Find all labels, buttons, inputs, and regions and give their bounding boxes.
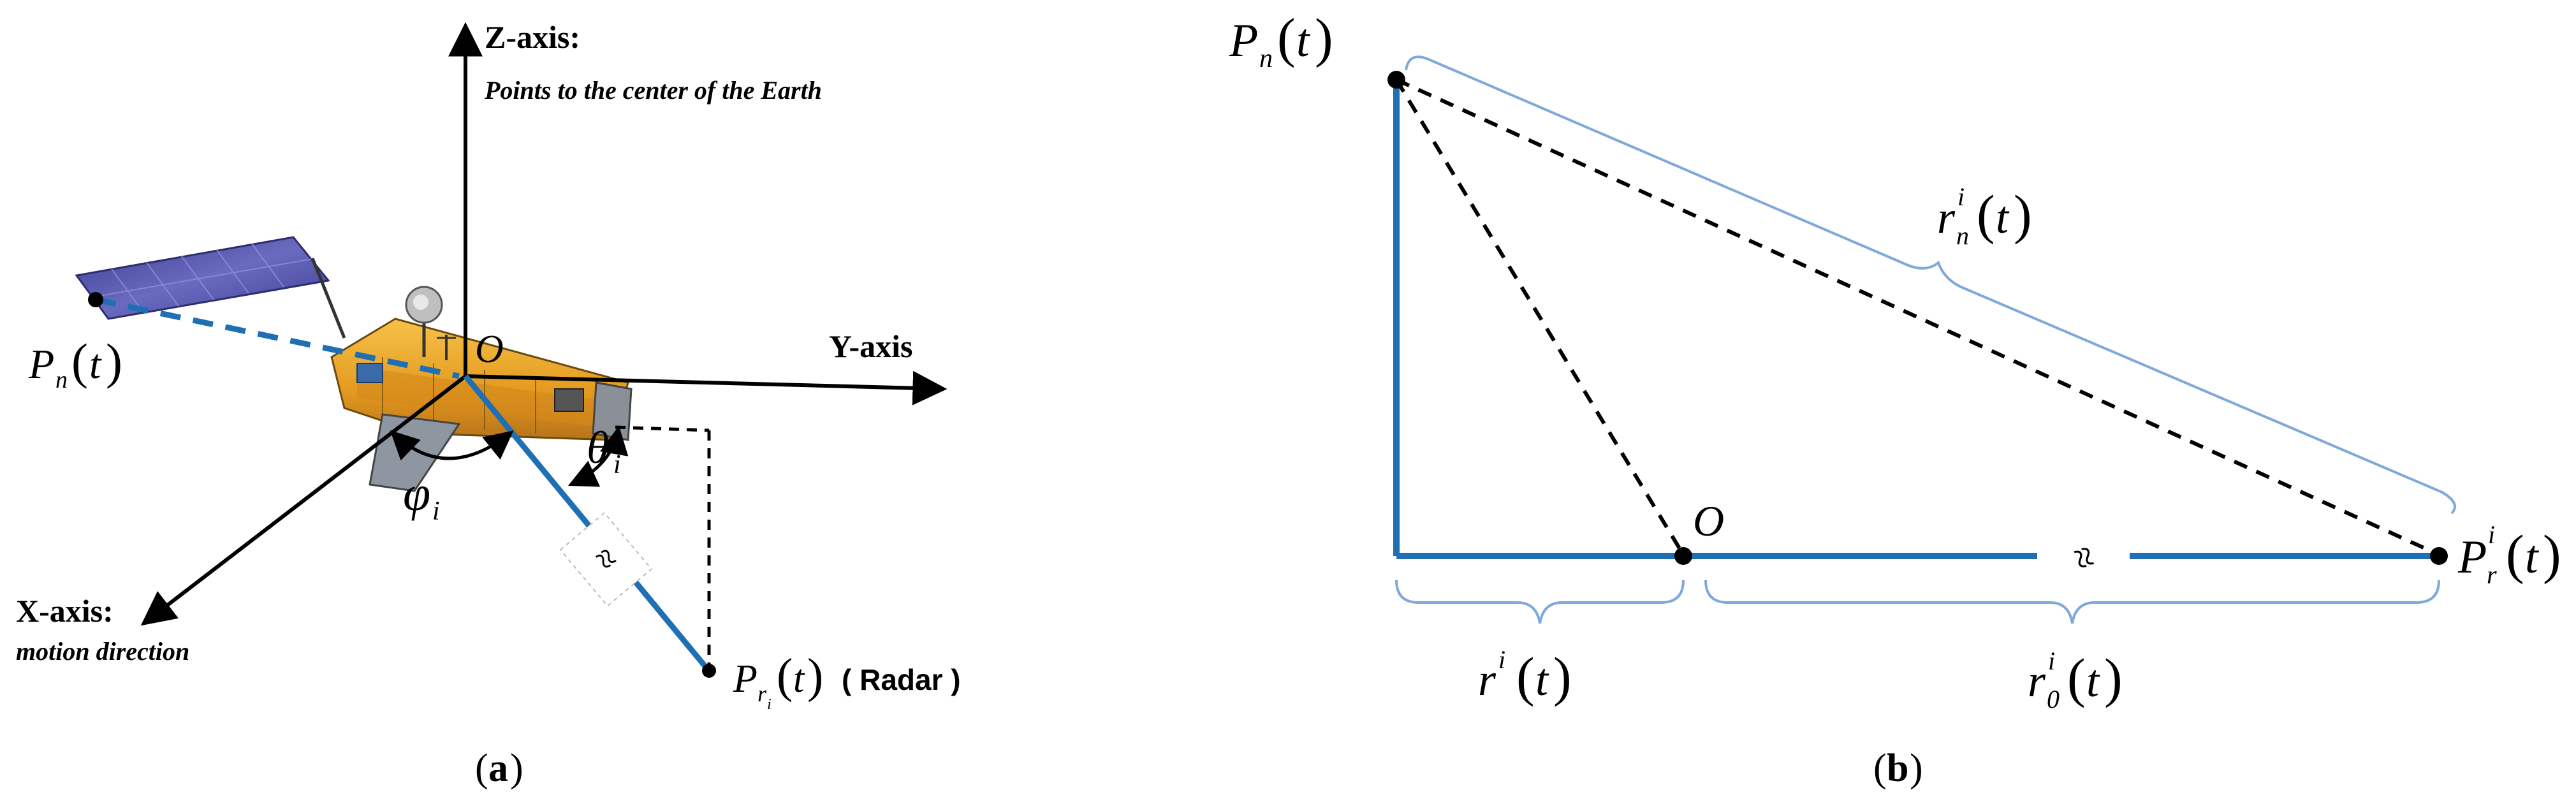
ri-label: r i ( t ) [1478, 645, 1572, 707]
theta-arc [567, 425, 629, 487]
phi-arc [390, 430, 514, 461]
svg-text:t: t [2086, 655, 2100, 706]
svg-text:(: ( [777, 649, 793, 703]
y-axis-title: Y-axis [829, 328, 913, 364]
svg-text:(: ( [1977, 184, 1995, 245]
projection-horizontal [615, 425, 710, 432]
dashed-pn-to-o [1394, 78, 1685, 556]
svg-text:): ) [2543, 523, 2561, 585]
pr-label-b: P i r ( t ) [2457, 520, 2561, 589]
svg-text:(: ( [71, 333, 88, 389]
origin-label-a: O [475, 328, 504, 371]
pn-label-a: P n ( t ) [28, 333, 122, 393]
z-axis-desc: Points to the center of the Earth [484, 76, 822, 105]
origin-label-b: O [1693, 497, 1724, 545]
svg-text:(: ( [1873, 747, 1887, 790]
svg-text:): ) [1553, 646, 1572, 707]
caption-a: ( a ) [475, 747, 523, 790]
svg-text:): ) [807, 649, 823, 703]
radar-point [702, 664, 716, 678]
caption-b: ( b ) [1873, 747, 1923, 790]
svg-text:i: i [1498, 645, 1505, 674]
svg-text:): ) [106, 333, 122, 389]
radar-line [463, 374, 710, 671]
x-axis-desc: motion direction [16, 637, 189, 666]
break-box: ≈ [559, 512, 653, 607]
svg-text:i: i [2488, 520, 2495, 549]
pn-label-b: P n ( t ) [1229, 7, 1333, 73]
svg-text:r: r [2028, 655, 2046, 706]
svg-text:(: ( [2067, 647, 2086, 708]
svg-text:t: t [89, 341, 102, 388]
svg-text:a: a [488, 747, 508, 790]
svg-text:(: ( [1516, 646, 1535, 707]
svg-text:n: n [1956, 221, 1969, 250]
svg-text:r: r [1478, 654, 1497, 705]
svg-text:θ: θ [587, 422, 609, 473]
pr-point-b [2430, 547, 2448, 565]
pn-dashed-line [95, 296, 460, 379]
svg-text:( Radar ): ( Radar ) [842, 663, 961, 696]
x-axis-line [140, 374, 467, 626]
svg-text:n: n [1259, 44, 1273, 73]
panel-b: ≈ P n ( t ) O P i r ( t ) [1229, 7, 2561, 790]
svg-text:φ: φ [403, 465, 430, 521]
hypotenuse-brace [1405, 55, 2456, 515]
svg-text:): ) [1315, 7, 1333, 68]
dashed-pn-to-pr [1395, 78, 2440, 557]
satellite-body [330, 318, 633, 441]
svg-text:): ) [2014, 184, 2032, 245]
svg-text:P: P [733, 657, 757, 701]
svg-text:r: r [757, 681, 767, 706]
phi-label: φ i [403, 465, 440, 526]
svg-text:t: t [1535, 654, 1549, 705]
theta-label: θ i [587, 422, 621, 479]
svg-text:t: t [1996, 192, 2010, 243]
break-symbol-b: ≈ [2060, 540, 2108, 575]
bottom-brace-left [1395, 580, 1685, 624]
svg-text:t: t [1296, 15, 1311, 67]
svg-text:i: i [767, 696, 772, 713]
pn-point-b [1387, 71, 1405, 89]
svg-text:n: n [55, 367, 68, 393]
svg-text:r: r [2487, 560, 2497, 589]
svg-text:): ) [510, 747, 523, 790]
r0-label: r i 0 ( t ) [2028, 647, 2123, 713]
svg-text:(: ( [475, 747, 488, 790]
svg-text:0: 0 [2047, 685, 2060, 713]
svg-text:): ) [1910, 747, 1923, 790]
svg-text:i: i [613, 450, 621, 479]
svg-text:b: b [1887, 747, 1908, 790]
panel-a: ≈ Z-axis: Points to the center of the Ea… [16, 19, 961, 790]
svg-text:i: i [432, 497, 440, 526]
svg-text:(: ( [1277, 7, 1296, 68]
origin-point-b [1674, 547, 1692, 565]
z-axis-title: Z-axis: [485, 19, 580, 55]
pn-point-a [88, 292, 103, 307]
x-axis-title: X-axis: [16, 593, 113, 629]
svg-text:t: t [793, 657, 805, 701]
rn-label: r i n ( t ) [1937, 182, 2032, 250]
bottom-brace-right [1704, 580, 2440, 624]
svg-text:t: t [2525, 531, 2540, 583]
svg-text:P: P [28, 341, 54, 388]
dish-antenna [405, 286, 456, 360]
svg-text:i: i [1958, 182, 1965, 211]
pr-label-a: P r i ( t ) ( Radar ) [733, 649, 961, 713]
svg-text:): ) [2104, 647, 2123, 708]
svg-text:r: r [1937, 192, 1956, 243]
svg-text:i: i [2048, 647, 2055, 675]
y-axis-line [465, 370, 948, 406]
svg-text:P: P [1229, 15, 1258, 67]
svg-text:P: P [2457, 531, 2487, 583]
svg-text:(: ( [2506, 523, 2524, 585]
